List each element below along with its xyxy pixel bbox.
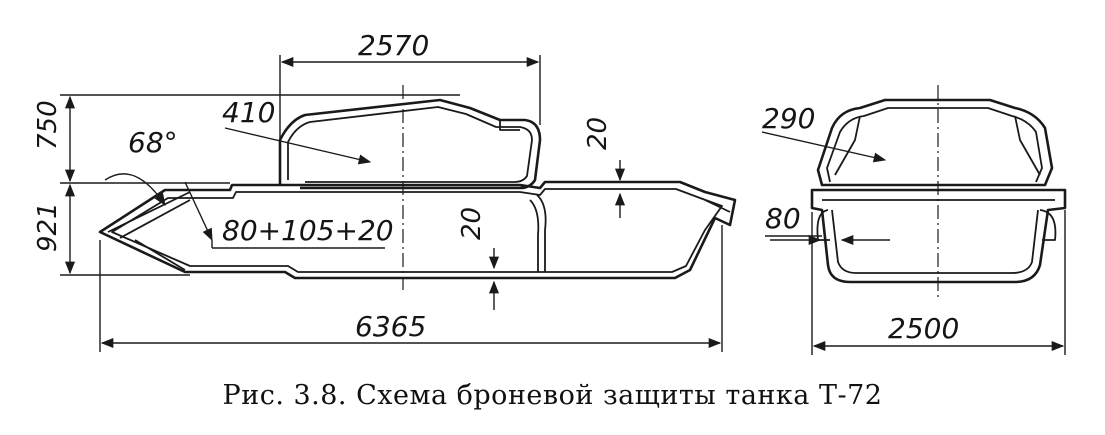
- turret-length-label: 2570: [358, 29, 429, 62]
- glacis-angle-label: 68°: [128, 126, 178, 159]
- side-view: 2570 410 750 921 68° 80+105+20: [33, 29, 737, 352]
- hull-outline: [98, 180, 737, 280]
- front-view: 290 80 2500: [761, 85, 1067, 355]
- dimension-front-turret-armor: 290: [761, 102, 887, 163]
- glacis-armor-label: 80+105+20: [222, 214, 394, 247]
- turret-outline: [278, 98, 542, 190]
- turret-height-label: 750: [33, 100, 63, 150]
- dimension-heights: 750 921: [33, 94, 460, 276]
- dimension-side-armor: 80: [765, 202, 890, 246]
- dimension-floor-armor: 20: [457, 207, 500, 310]
- dimension-glacis-armor: 80+105+20: [184, 181, 394, 249]
- front-turret-outline: [816, 98, 1054, 187]
- glacis-angle: 68°: [104, 126, 178, 207]
- front-turret-armor-label: 290: [762, 102, 815, 135]
- hull-width-label: 2500: [888, 312, 959, 345]
- hull-length-label: 6365: [355, 310, 426, 343]
- dimension-hull-length: 6365: [99, 225, 723, 352]
- dimension-hull-width: 2500: [811, 210, 1066, 355]
- side-armor-label: 80: [765, 202, 801, 235]
- roof-armor-label: 20: [583, 117, 613, 150]
- turret-armor-label: 410: [222, 96, 275, 129]
- figure-caption: Рис. 3.8. Схема броневой защиты танка Т-…: [222, 380, 883, 411]
- dimension-turret-length: 2570: [279, 29, 541, 180]
- hull-height-label: 921: [33, 202, 63, 252]
- floor-armor-label: 20: [457, 207, 487, 240]
- dimension-turret-armor: 410: [222, 96, 372, 165]
- dimension-roof-armor: 20: [583, 117, 626, 218]
